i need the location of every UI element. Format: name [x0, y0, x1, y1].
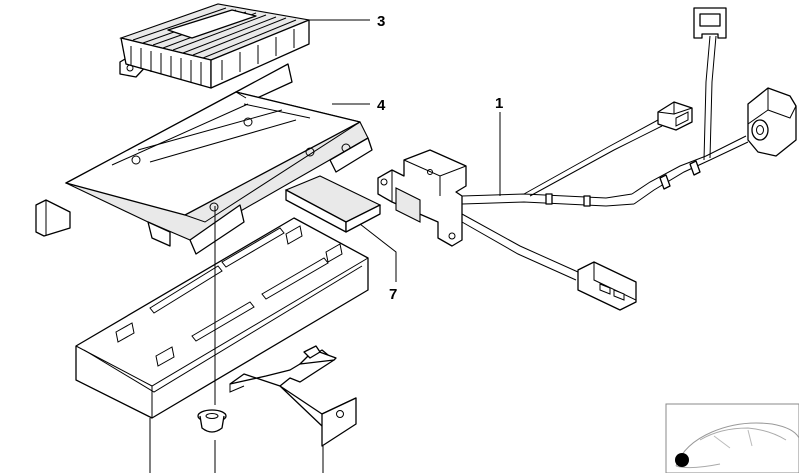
small-bracket[interactable] — [229, 345, 357, 447]
module-box[interactable] — [75, 217, 369, 419]
callout-7: 7 — [389, 286, 397, 303]
bracket[interactable] — [35, 63, 373, 255]
vehicle-location-inset — [665, 403, 799, 473]
callout-4: 4 — [377, 97, 386, 114]
pad[interactable] — [284, 175, 382, 233]
callout-1: 1 — [495, 95, 503, 112]
grommet[interactable] — [197, 409, 227, 433]
wiring-harness[interactable] — [377, 7, 797, 311]
reference-lines — [149, 206, 324, 473]
leader-7 — [359, 223, 397, 282]
callout-3: 3 — [377, 13, 385, 30]
location-marker — [675, 453, 689, 467]
